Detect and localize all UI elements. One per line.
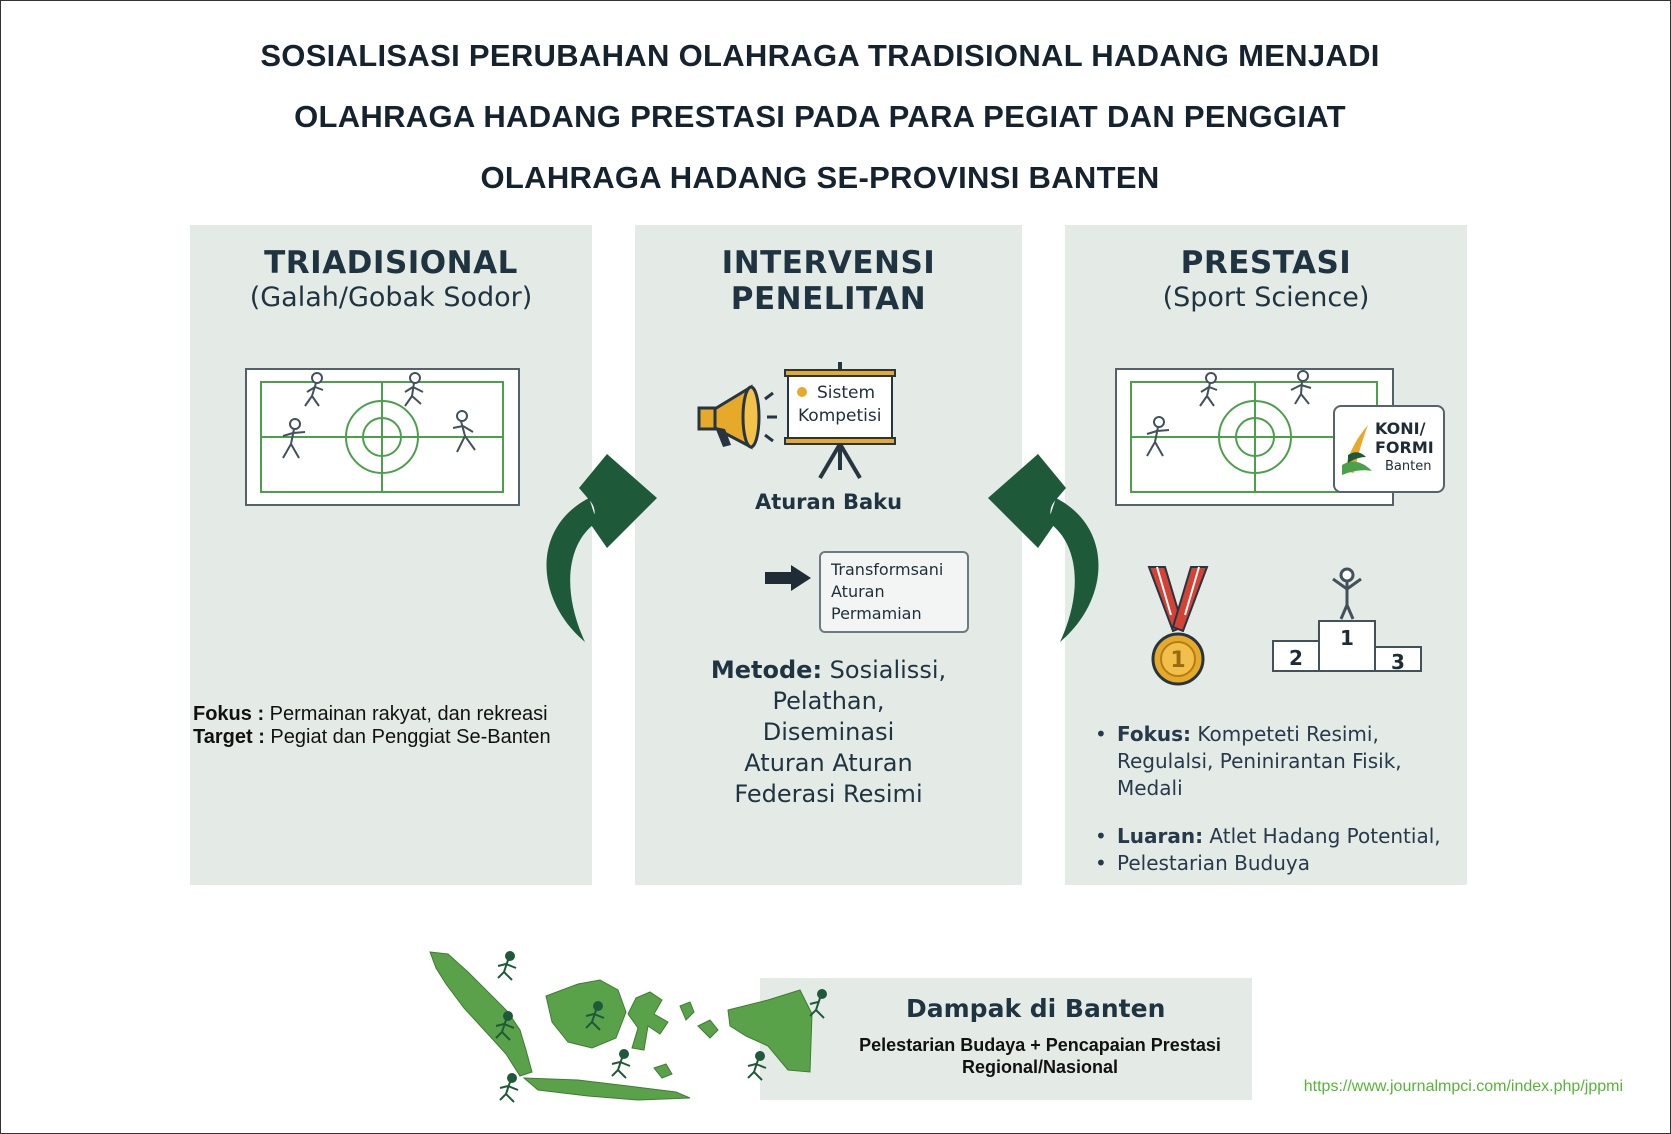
page-title-line-2: OLAHRAGA HADANG PRESTASI PADA PARA PEGIA… bbox=[294, 99, 1346, 134]
hadang-field-illustration bbox=[245, 368, 520, 506]
intervention-panel: INTERVENSI PENELITAN Sistem Kompetisi At… bbox=[635, 225, 1022, 885]
podium-second: 2 bbox=[1289, 646, 1303, 670]
metode-text: Metode: Sosialissi, Pelathan, Diseminasi… bbox=[710, 656, 947, 808]
player-icon bbox=[1199, 372, 1218, 407]
indonesia-map-illustration bbox=[429, 951, 827, 1103]
page-title-line-1: SOSIALISASI PERUBAHAN OLAHRAGA TRADISION… bbox=[260, 38, 1380, 73]
transformation-line-2: Aturan Permamian bbox=[831, 582, 922, 623]
impact-description: Pelestarian Budaya + Pencapaian Prestasi… bbox=[859, 1035, 1221, 1077]
runner-icon bbox=[499, 1073, 519, 1103]
prestasi-fokus-list: Fokus: Kompeteti Resimi, Regulalsi, Peni… bbox=[1095, 721, 1455, 802]
intervention-caption: Aturan Baku bbox=[754, 490, 903, 514]
arrow-right-icon bbox=[765, 565, 811, 591]
prestasi-heading: PRESTASI bbox=[1180, 245, 1352, 281]
prestasi-subheading: (Sport Science) bbox=[1162, 282, 1370, 313]
runner-icon bbox=[809, 989, 827, 1019]
bullet-item: Pelestarian Buduya bbox=[1095, 850, 1455, 877]
sign-label-line-1: Sistem bbox=[817, 383, 876, 403]
runner-icon bbox=[497, 951, 517, 981]
traditional-subheading: (Galah/Gobak Sodor) bbox=[249, 282, 533, 313]
bullet-continuation: Medali bbox=[1117, 776, 1183, 800]
logo-text-formi: FORMI bbox=[1375, 438, 1434, 457]
player-icon bbox=[1290, 370, 1312, 405]
runner-icon bbox=[747, 1051, 767, 1081]
runner-icon bbox=[495, 1011, 515, 1041]
traditional-heading: TRIADISIONAL bbox=[264, 245, 518, 281]
podium-icon: 2 1 3 bbox=[1272, 567, 1422, 674]
prestasi-panel: PRESTASI (Sport Science) KONI/ FORMI Ban… bbox=[1065, 225, 1467, 885]
traditional-panel: TRIADISIONAL (Galah/Gobak Sodor) Fokus :… bbox=[190, 225, 592, 885]
sign-label-line-2: Kompetisi bbox=[798, 406, 882, 426]
bullet-item: Luaran: Atlet Hadang Potential, bbox=[1095, 823, 1455, 850]
intervention-heading-line-2: PENELITAN bbox=[730, 281, 927, 317]
logo-text-koni: KONI/ bbox=[1375, 419, 1426, 438]
prestasi-luaran-list: Luaran: Atlet Hadang Potential, Pelestar… bbox=[1095, 823, 1455, 877]
player-icon bbox=[282, 418, 306, 459]
player-icon bbox=[404, 372, 424, 407]
podium-first: 1 bbox=[1340, 626, 1354, 650]
transformation-line-1: Transformsani bbox=[831, 560, 944, 579]
megaphone-icon bbox=[697, 384, 777, 450]
intervention-heading-line-1: INTERVENSI bbox=[721, 245, 936, 281]
runner-icon bbox=[611, 1049, 631, 1079]
traditional-target: Target : Pegiat dan Penggiat Se-Banten bbox=[193, 726, 551, 748]
logo-text-banten: Banten bbox=[1385, 459, 1432, 474]
source-url[interactable]: https://www.journalmpci.com/index.php/jp… bbox=[1303, 1078, 1623, 1095]
bullet-continuation: Regulalsi, Peninirantan Fisik, bbox=[1117, 749, 1402, 773]
gold-medal-icon: 1 bbox=[1147, 566, 1209, 686]
runner-icon bbox=[585, 1001, 605, 1031]
curved-arrow-right-icon bbox=[546, 454, 657, 642]
bullet-item: Fokus: Kompeteti Resimi, bbox=[1095, 721, 1455, 748]
player-icon bbox=[452, 410, 476, 453]
medal-number: 1 bbox=[1170, 648, 1185, 673]
koni-formi-logo: KONI/ FORMI Banten bbox=[1333, 405, 1445, 493]
page-title-line-3: OLAHRAGA HADANG SE-PROVINSI BANTEN bbox=[480, 160, 1160, 195]
curved-arrow-left-icon bbox=[988, 454, 1099, 642]
presentation-board-icon bbox=[784, 362, 896, 480]
koni-emblem-icon bbox=[1342, 425, 1372, 475]
traditional-fokus: Fokus : Permainan rakyat, dan rekreasi bbox=[193, 703, 548, 725]
player-icon bbox=[304, 372, 324, 407]
impact-box: Dampak di Banten Pelestarian Budaya + Pe… bbox=[760, 978, 1252, 1100]
transformation-box: Transformsani Aturan Permamian bbox=[819, 551, 969, 633]
impact-heading: Dampak di Banten bbox=[906, 994, 1166, 1023]
player-icon bbox=[1146, 416, 1170, 457]
podium-third: 3 bbox=[1391, 650, 1405, 674]
